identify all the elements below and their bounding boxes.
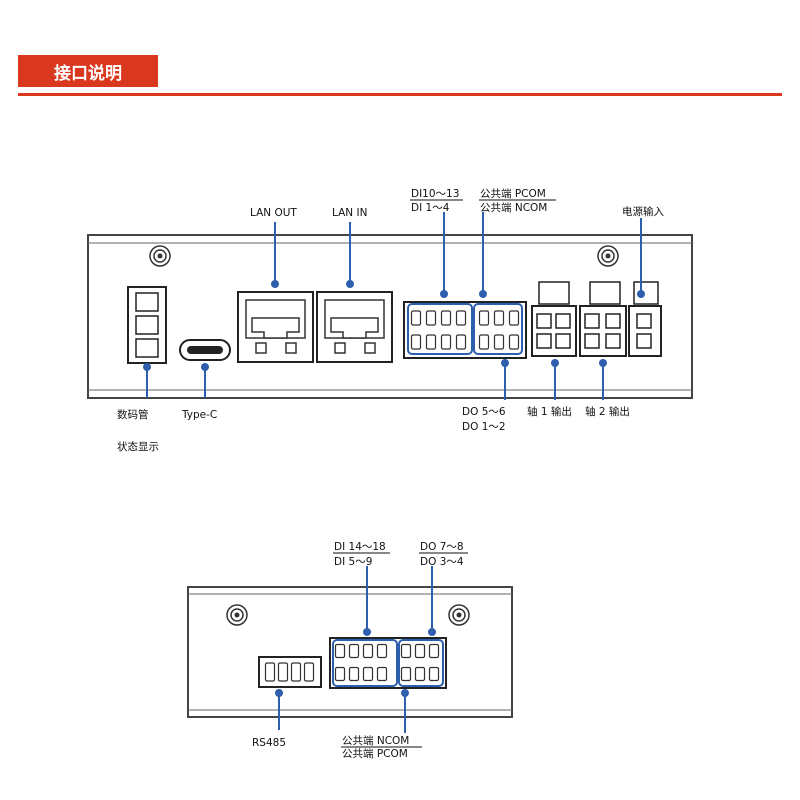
axis1-output-label: 轴 1 输出 bbox=[527, 405, 572, 418]
top-device-panel bbox=[87, 234, 693, 399]
do-bottom-panel-label-2: DO 3～4 bbox=[420, 556, 464, 568]
lan-out-port bbox=[237, 291, 314, 363]
terminal-pin bbox=[303, 662, 315, 682]
type-c-label: Type-C bbox=[181, 409, 217, 421]
terminal-pin bbox=[478, 310, 490, 326]
com-bottom-label-2: 公共端 PCOM bbox=[342, 747, 408, 760]
terminal-pin bbox=[440, 334, 452, 350]
di-top-label-1: DI10～13 bbox=[411, 188, 459, 200]
terminal-pin bbox=[376, 666, 388, 682]
do-bottom-panel-label-1: DO 7～8 bbox=[420, 541, 464, 553]
section-title-badge: 接口说明 bbox=[18, 55, 158, 87]
terminal-pin bbox=[334, 643, 346, 659]
terminal-pin bbox=[455, 310, 467, 326]
lan-out-label: LAN OUT bbox=[250, 207, 297, 219]
rs485-connector bbox=[258, 656, 322, 688]
mounting-screw bbox=[448, 604, 470, 626]
terminal-pin bbox=[493, 310, 505, 326]
bottom-device-panel bbox=[187, 586, 513, 718]
terminal-pin bbox=[508, 334, 520, 350]
terminal-pin bbox=[493, 334, 505, 350]
mounting-screw bbox=[149, 245, 171, 267]
terminal-pin bbox=[478, 334, 490, 350]
axis2-output-connector bbox=[579, 281, 627, 357]
axis2-output-label: 轴 2 输出 bbox=[585, 405, 630, 418]
terminal-pin bbox=[334, 666, 346, 682]
do-bottom-label-1: DO 5～6 bbox=[462, 406, 506, 418]
terminal-pin bbox=[428, 643, 440, 659]
terminal-pin bbox=[440, 310, 452, 326]
com-bottom-label-1: 公共端 NCOM bbox=[342, 734, 409, 747]
terminal-pin bbox=[264, 662, 276, 682]
type-c-port bbox=[179, 339, 231, 361]
terminal-pin bbox=[410, 310, 422, 326]
terminal-pin bbox=[376, 643, 388, 659]
terminal-pin bbox=[428, 666, 440, 682]
terminal-pin bbox=[362, 666, 374, 682]
terminal-pin bbox=[508, 310, 520, 326]
section-title: 接口说明 bbox=[54, 63, 122, 84]
terminal-pin bbox=[455, 334, 467, 350]
terminal-pin bbox=[400, 643, 412, 659]
com-top-label-1: 公共端 PCOM bbox=[480, 187, 546, 200]
terminal-pin bbox=[290, 662, 302, 682]
terminal-pin bbox=[414, 666, 426, 682]
top-labels: LAN OUT LAN IN DI10～13 DI 1～4 公共端 PCOM 公… bbox=[117, 187, 664, 453]
terminal-pin bbox=[425, 310, 437, 326]
io-terminal-block bbox=[403, 301, 527, 359]
di-bottom-label-1: DI 14～18 bbox=[334, 541, 386, 553]
terminal-pin bbox=[425, 334, 437, 350]
di-top-label-2: DI 1～4 bbox=[411, 202, 450, 214]
terminal-pin bbox=[362, 643, 374, 659]
top-callouts bbox=[143, 212, 645, 400]
power-input-connector bbox=[628, 281, 662, 357]
do-bottom-label-2: DO 1～2 bbox=[462, 421, 506, 433]
bottom-callouts bbox=[275, 566, 436, 733]
section-title-rule bbox=[18, 93, 782, 96]
di-bottom-label-2: DI 5～9 bbox=[334, 556, 372, 568]
lan-in-port bbox=[316, 291, 393, 363]
terminal-pin bbox=[348, 666, 360, 682]
io-terminal-block-bottom bbox=[329, 637, 447, 689]
terminal-pin bbox=[348, 643, 360, 659]
terminal-pin bbox=[400, 666, 412, 682]
mounting-screw bbox=[226, 604, 248, 626]
axis1-output-connector bbox=[531, 281, 577, 357]
terminal-pin bbox=[277, 662, 289, 682]
com-top-label-2: 公共端 NCOM bbox=[480, 201, 547, 214]
mounting-screw bbox=[597, 245, 619, 267]
power-input-label: 电源输入 bbox=[622, 205, 664, 218]
digit-tube-label-2: 状态显示 bbox=[117, 440, 159, 453]
digit-tube-display bbox=[127, 286, 167, 364]
lan-in-label: LAN IN bbox=[332, 207, 367, 219]
terminal-pin bbox=[414, 643, 426, 659]
digit-tube-label-1: 数码管 bbox=[117, 408, 149, 421]
terminal-pin bbox=[410, 334, 422, 350]
bottom-labels: DI 14～18 DI 5～9 DO 7～8 DO 3～4 RS485 公共端 … bbox=[252, 541, 468, 760]
rs485-label: RS485 bbox=[252, 737, 286, 749]
